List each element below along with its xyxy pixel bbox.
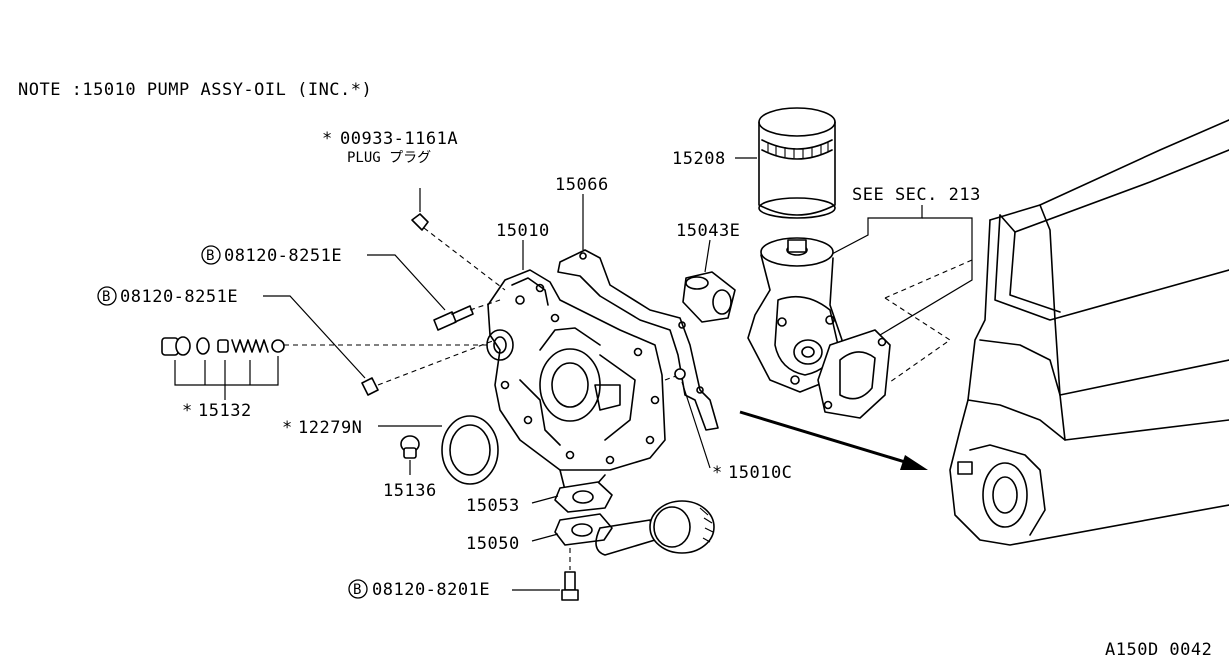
oil-strainer-illustration xyxy=(554,500,715,556)
gasket-15066-illustration xyxy=(557,249,719,431)
label-08120-8251e-left: 08120-8251E xyxy=(120,287,238,307)
pin-illustration xyxy=(674,368,686,380)
engine-block-illustration xyxy=(949,119,1229,546)
label-15050: 15050 xyxy=(466,534,520,554)
label-15136: 15136 xyxy=(383,481,437,501)
sender-illustration xyxy=(400,435,420,459)
label-15043e: 15043E xyxy=(676,221,740,241)
bolt-bottom-illustration xyxy=(561,571,579,601)
label-08120-8201e: 08120-8201E xyxy=(372,580,490,600)
label-15053: 15053 xyxy=(466,496,520,516)
bracket-15043e-illustration xyxy=(682,271,736,323)
label-15132: 15132 xyxy=(198,401,252,421)
label-00933-1161a: 00933-1161A xyxy=(340,129,458,149)
label-plug: PLUG プラグ xyxy=(347,150,431,166)
label-15010c: 15010C xyxy=(728,463,792,483)
label-15066: 15066 xyxy=(555,175,609,195)
diagram-code: A150D 0042 xyxy=(1105,640,1212,660)
label-08120-8251e-upper: 08120-8251E xyxy=(224,246,342,266)
bolt-upper-illustration xyxy=(433,305,474,331)
label-15010: 15010 xyxy=(496,221,550,241)
label-15208: 15208 xyxy=(672,149,726,169)
pin-asterisk: * xyxy=(712,463,723,483)
filter-bracket-illustration xyxy=(747,237,843,393)
label-see-sec: SEE SEC. 213 xyxy=(852,185,981,205)
bolt-marker-left: B xyxy=(102,289,110,305)
plug-illustration xyxy=(411,213,429,231)
relief-asterisk: * xyxy=(182,401,193,421)
seal-asterisk: * xyxy=(282,418,293,438)
label-12279n: 12279N xyxy=(298,418,362,438)
plug-asterisk: * xyxy=(322,129,333,149)
cooler-gasket-illustration xyxy=(817,329,891,419)
bolt-marker-upper: B xyxy=(206,248,214,264)
note-text: NOTE :15010 PUMP ASSY-OIL (INC.*) xyxy=(18,80,372,100)
relief-valve-parts-illustration xyxy=(161,336,285,356)
strainer-gasket-illustration xyxy=(554,481,613,513)
assembly-arrow xyxy=(739,410,928,470)
oil-filter-illustration xyxy=(758,107,836,219)
oil-pump-assembly-illustration xyxy=(486,269,666,493)
bolt-marker-bottom: B xyxy=(353,582,361,598)
oil-seal-illustration xyxy=(441,415,499,485)
bolt-left-illustration xyxy=(361,377,379,396)
